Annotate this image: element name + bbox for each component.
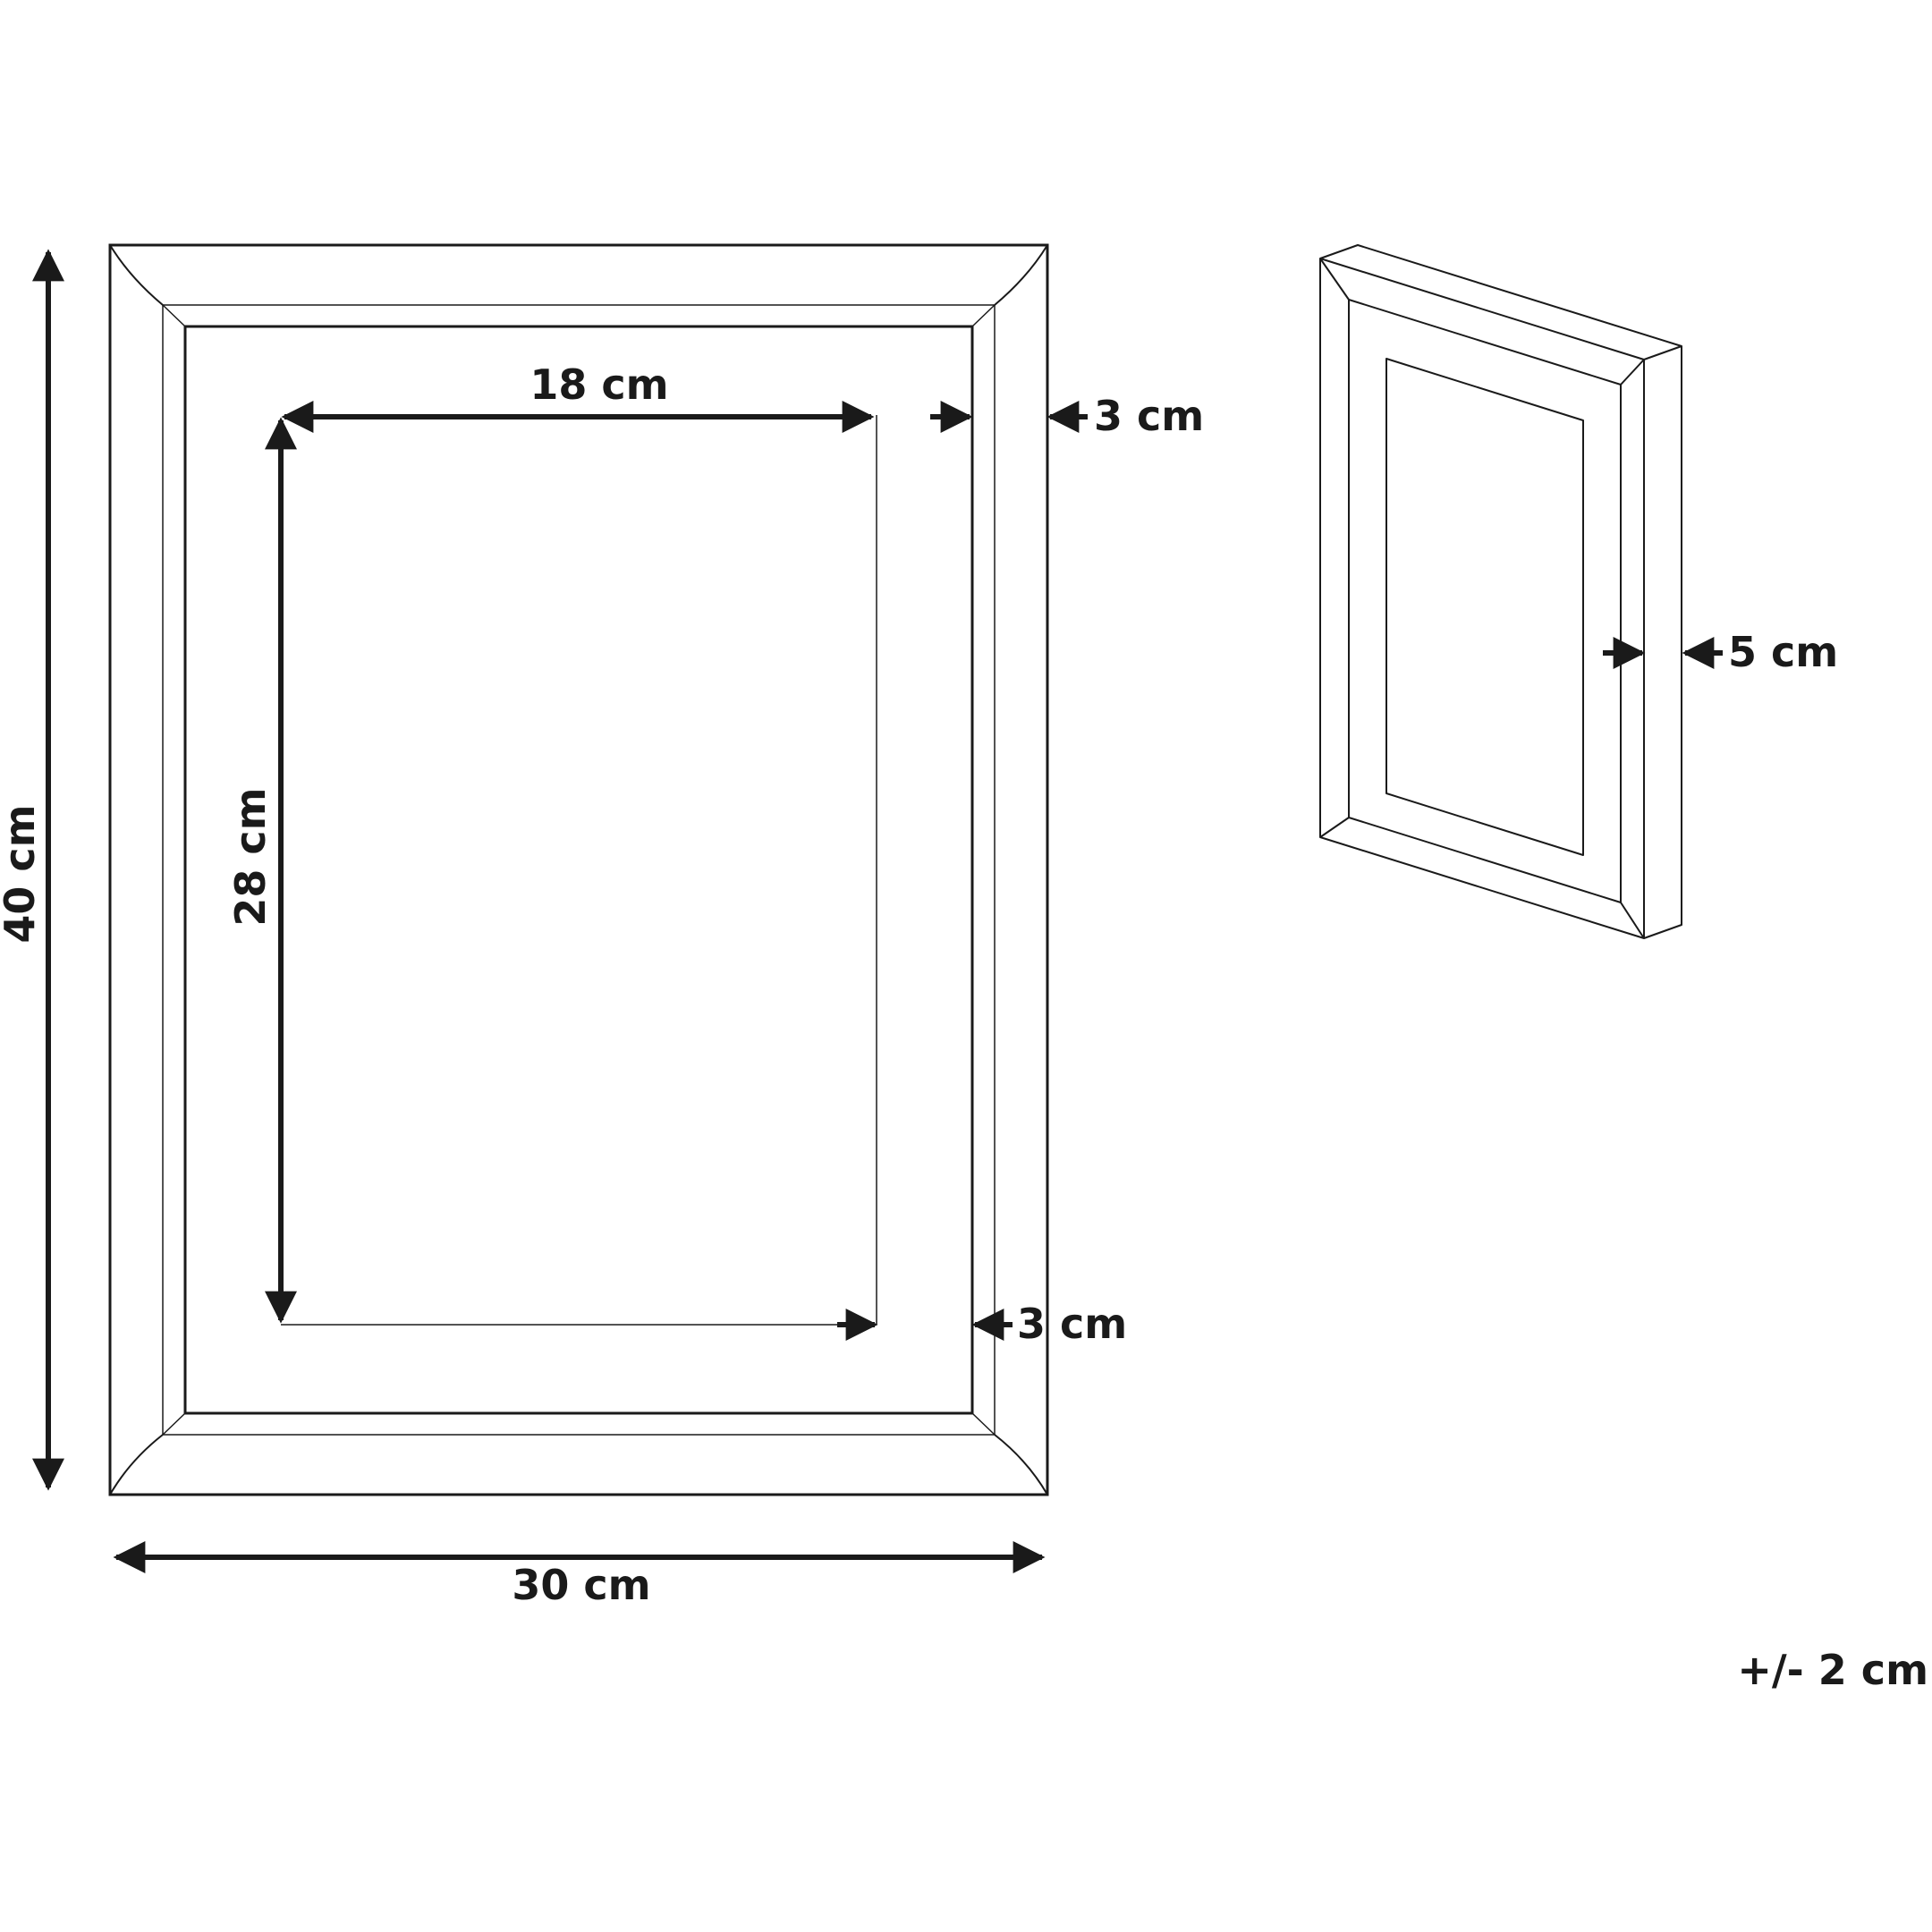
corner-bevel-top-right	[994, 244, 1048, 306]
frame-border-bottom-label: 3 cm	[1017, 1300, 1127, 1348]
corner-bevel-bottom-right	[994, 1434, 1048, 1496]
side-top-edge	[1319, 258, 1645, 360]
dimension-arrows	[32, 249, 1088, 1573]
side-picture-opening	[1385, 358, 1584, 856]
side-outer-silhouette	[1319, 244, 1682, 939]
inner-width-label: 18 cm	[530, 360, 668, 409]
frame-border-top-label: 3 cm	[1094, 392, 1204, 440]
side-bevel-top-left	[1319, 258, 1350, 301]
overall-width-label: 30 cm	[512, 1561, 650, 1609]
bevel-join-bottom-right	[971, 1412, 996, 1436]
front-view	[108, 243, 1049, 1496]
bevel-join-top-right	[971, 304, 996, 327]
side-bevel-bottom-left	[1319, 817, 1350, 838]
side-view	[1319, 244, 1682, 939]
side-bevel-bottom-right	[1620, 902, 1645, 939]
dimension-labels: 40 cm 30 cm 18 cm 28 cm 3 cm 3 cm 5 cm +…	[0, 360, 1928, 1694]
corner-bevel-top-left	[109, 244, 164, 306]
bevel-join-bottom-left	[162, 1412, 186, 1436]
bevel-frame-edge	[162, 304, 996, 1436]
bevel-join-top-left	[162, 304, 186, 327]
inner-frame-edge	[183, 325, 974, 1415]
tolerance-label: +/- 2 cm	[1737, 1646, 1928, 1694]
corner-bevel-bottom-left	[109, 1434, 164, 1496]
depth-label: 5 cm	[1728, 628, 1838, 676]
side-bevel-top-right	[1620, 359, 1645, 386]
side-corner-edge	[1643, 345, 1682, 360]
outer-frame-edge	[108, 243, 1049, 1496]
inner-height-label: 28 cm	[226, 787, 275, 926]
overall-height-label: 40 cm	[0, 804, 44, 943]
